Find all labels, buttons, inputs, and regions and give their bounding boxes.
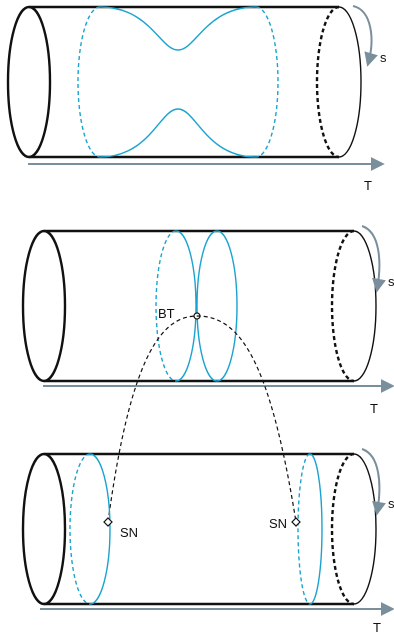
cylinder-left-end [6, 5, 52, 159]
curve-lower-branch [99, 108, 257, 158]
cylinder-right-end-back [330, 229, 355, 383]
continuation-path [107, 315, 297, 523]
solution-curves-bottom [69, 453, 323, 605]
panel-middle: T s BT [21, 225, 394, 416]
left-loop-front [89, 453, 111, 605]
cylinder-bottom [21, 452, 377, 606]
sn-point-right [291, 517, 301, 527]
cylinder-right-end-back [315, 5, 340, 159]
cylinder-right-end-front [353, 230, 377, 382]
sn-label-right: SN [269, 516, 287, 531]
left-loop-front [175, 230, 197, 382]
cylinder-right-end-back [330, 452, 355, 606]
solution-curves-top [77, 6, 279, 158]
rotation-label: s [388, 496, 394, 511]
bt-label: BT [158, 306, 175, 321]
panel-bottom: T s SN SN [21, 448, 394, 635]
t-axis-label: T [370, 401, 378, 416]
t-axis-label: T [364, 178, 372, 193]
t-axis-label: T [373, 620, 381, 635]
cylinder-left-end [21, 229, 67, 383]
curve-right-dashed [255, 6, 279, 158]
curve-upper-branch [99, 6, 257, 51]
solution-curves-middle [155, 230, 238, 382]
cylinder-right-end-front [338, 6, 362, 158]
cylinder-left-end [21, 452, 67, 606]
rotation-arrow [361, 448, 386, 516]
sn-point-left [103, 517, 113, 527]
right-loop-back [196, 230, 218, 382]
right-loop-front [309, 453, 323, 605]
right-loop-back [297, 453, 311, 605]
left-loop-back [155, 230, 177, 382]
rotation-arrow [361, 225, 386, 293]
curve-left-dashed [77, 6, 101, 158]
cylinder-top [6, 5, 362, 159]
rotation-label: s [388, 274, 394, 289]
cylinder-right-end-front [353, 453, 377, 605]
left-loop-back [69, 453, 91, 605]
sn-label-left: SN [120, 525, 138, 540]
rotation-label: s [380, 50, 387, 65]
cylinder-middle [21, 229, 377, 383]
right-loop-front [216, 230, 238, 382]
rotation-arrow [352, 5, 378, 67]
panel-top: T s [6, 5, 387, 193]
